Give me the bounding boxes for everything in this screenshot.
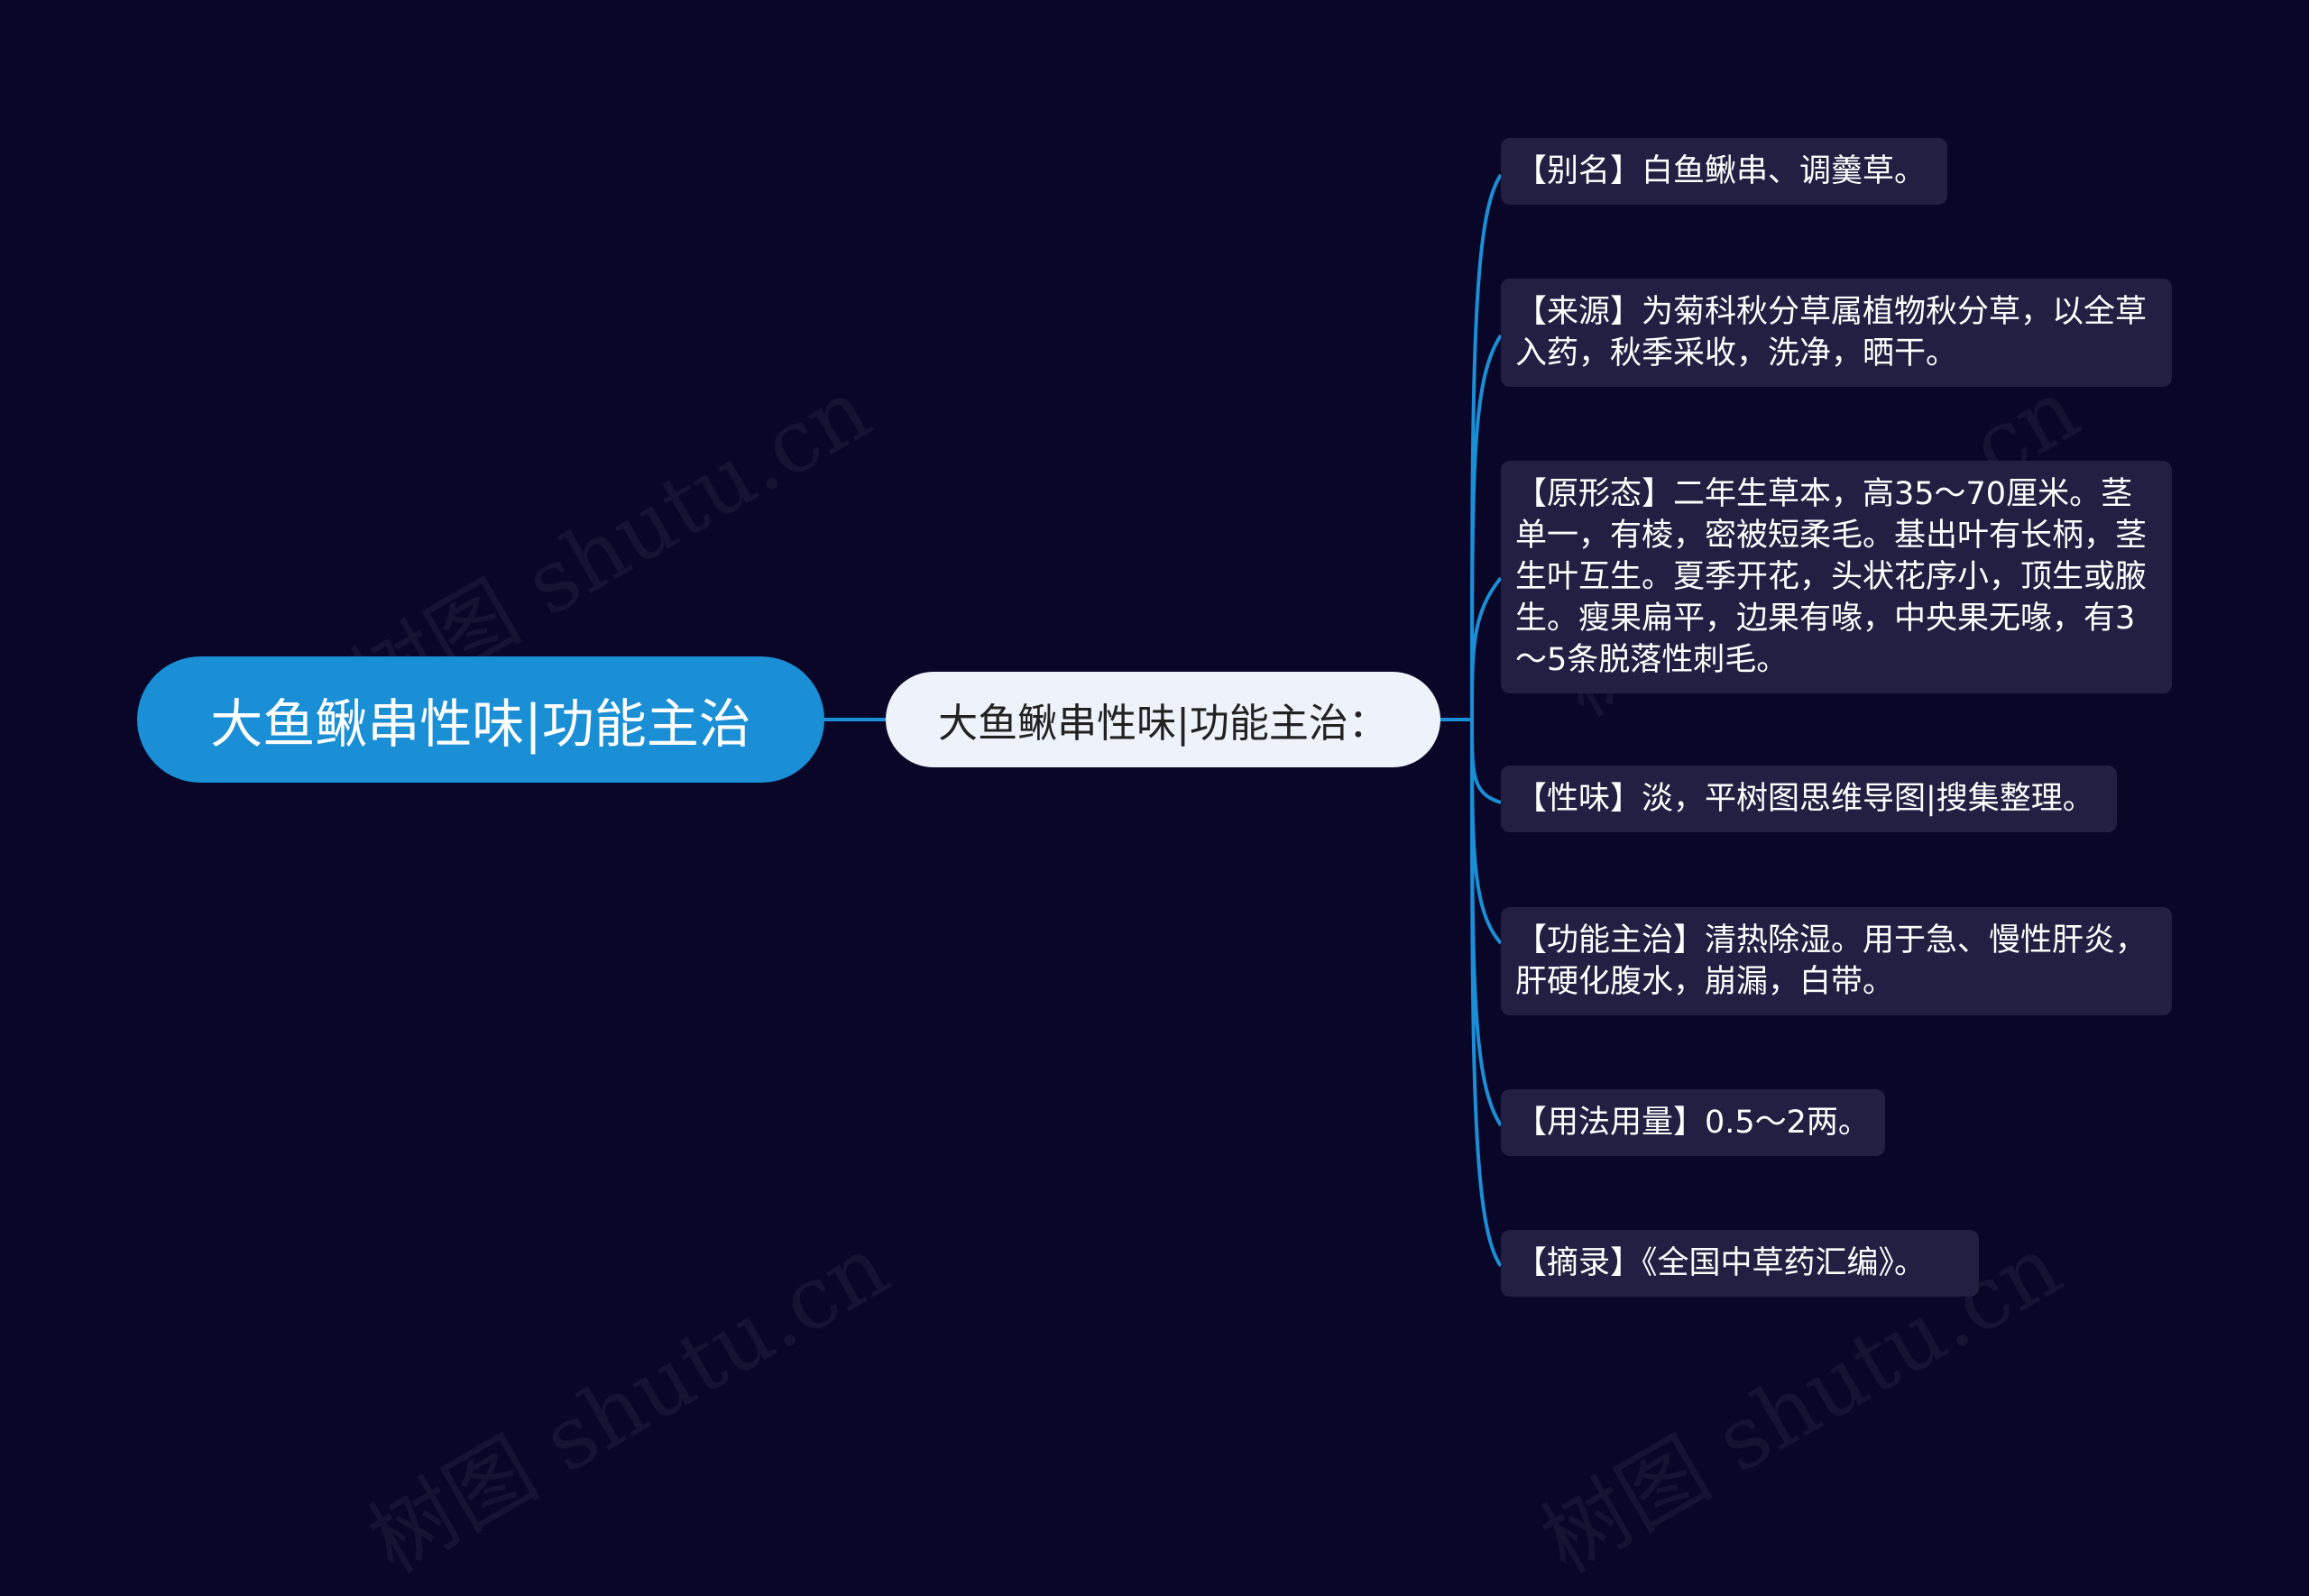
leaf-node-label: 【来源】为菊科秋分草属植物秋分草，以全草入药，秋季采收，洗净，晒干。 [1515, 294, 2148, 371]
leaf-node-label: 【原形态】二年生草本，高35～70厘米。茎单一，有棱，密被短柔毛。基出叶有长柄，… [1515, 476, 2148, 678]
root-node[interactable]: 大鱼鳅串性味|功能主治 [137, 656, 824, 783]
root-node-label: 大鱼鳅串性味|功能主治 [210, 693, 751, 755]
branch-node[interactable]: 大鱼鳅串性味|功能主治： [886, 672, 1440, 767]
leaf-node-alias[interactable]: 【别名】白鱼鳅串、调羹草。 [1501, 138, 1947, 205]
leaf-node-label: 【摘录】《全国中草药汇编》。 [1515, 1245, 1927, 1281]
leaf-node-source[interactable]: 【来源】为菊科秋分草属植物秋分草，以全草入药，秋季采收，洗净，晒干。 [1501, 279, 2172, 387]
leaf-connector-2 [1470, 334, 1503, 720]
leaf-node-label: 【用法用量】0.5～2两。 [1515, 1105, 1870, 1141]
leaf-node-taste[interactable]: 【性味】淡，平树图思维导图|搜集整理。 [1501, 766, 2117, 832]
leaf-connector-5 [1470, 719, 1503, 945]
leaf-connector-4 [1470, 719, 1502, 804]
leaf-node-label: 【性味】淡，平树图思维导图|搜集整理。 [1515, 781, 2094, 817]
leaf-node-label: 【别名】白鱼鳅串、调羹草。 [1515, 153, 1927, 189]
leaf-node-excerpt[interactable]: 【摘录】《全国中草药汇编》。 [1501, 1230, 1979, 1297]
leaf-connector-3 [1470, 576, 1503, 720]
connector-lines [823, 173, 1503, 1268]
leaf-node-label: 【功能主治】清热除湿。用于急、慢性肝炎，肝硬化腹水，崩漏，白带。 [1515, 922, 2148, 1000]
leaf-node-indications[interactable]: 【功能主治】清热除湿。用于急、慢性肝炎，肝硬化腹水，崩漏，白带。 [1501, 907, 2172, 1015]
leaf-node-dosage[interactable]: 【用法用量】0.5～2两。 [1501, 1089, 1885, 1156]
leaf-connector-7 [1470, 719, 1503, 1268]
leaf-node-morphology[interactable]: 【原形态】二年生草本，高35～70厘米。茎单一，有棱，密被短柔毛。基出叶有长柄，… [1501, 461, 2172, 693]
branch-node-label: 大鱼鳅串性味|功能主治： [938, 701, 1388, 747]
